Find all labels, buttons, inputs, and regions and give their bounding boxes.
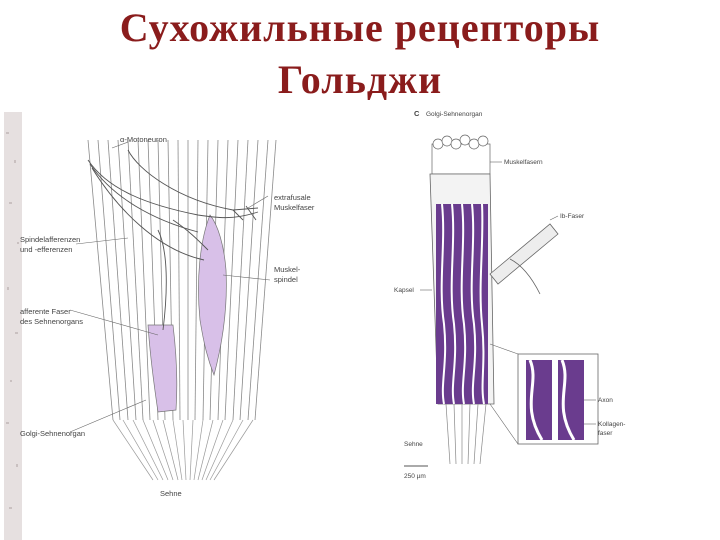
label-axon: Axon	[598, 397, 613, 404]
label-right-title: Golgi-Sehnenorgan	[426, 111, 483, 118]
tendon	[445, 403, 487, 465]
collagen-strands	[440, 203, 485, 405]
label-golgi: Golgi-Sehnenorgan	[20, 429, 85, 438]
label-collagen-1: Kollagen-	[598, 421, 625, 428]
muscle-spindle	[198, 214, 227, 377]
label-motoneuron: α-Motoneuron	[120, 135, 167, 144]
left-margin-strip	[4, 112, 22, 540]
title-line-1: Сухожильные рецепторы	[119, 5, 601, 50]
label-afferent-2: des Sehnenorgans	[20, 317, 83, 326]
ib-fiber	[489, 223, 559, 295]
golgi-tendon-organ	[147, 324, 178, 413]
muscle-fiber-bundle	[431, 134, 491, 175]
label-scale: 250 µm	[404, 473, 426, 480]
tendon-fibers	[112, 419, 254, 481]
panel-letter: C	[414, 109, 420, 118]
label-tendon: Sehne	[404, 441, 423, 448]
page-title: Сухожильные рецепторы Гольджи	[0, 2, 720, 106]
label-spindle-efferents-1: Spindelafferenzen	[20, 235, 80, 244]
golgi-tendon-organ-detail-figure: C Golgi-Sehnenorgan	[394, 109, 625, 480]
label-afferent-1: afferente Faser	[20, 307, 71, 316]
label-muscle-fibers: Muskelfasern	[504, 159, 543, 166]
label-collagen-2: faser	[598, 430, 613, 437]
label-spindle-1: Muskel-	[274, 265, 301, 274]
muscle-fibers	[87, 139, 277, 421]
label-tendon: Sehne	[160, 489, 182, 498]
label-spindle-2: spindel	[274, 275, 298, 284]
nerve-fibers	[87, 149, 259, 331]
label-extrafusal-2: Muskelfaser	[274, 203, 315, 212]
label-capsule: Kapsel	[394, 287, 414, 294]
label-extrafusal-1: extrafusale	[274, 193, 311, 202]
label-ib-fiber: Ib-Faser	[560, 213, 585, 220]
muscle-spindle-golgi-figure: α-Motoneuron extrafusale Muskelfaser Spi…	[20, 135, 315, 498]
label-spindle-efferents-2: und -efferenzen	[20, 245, 72, 254]
title-line-2: Гольджи	[277, 57, 443, 102]
